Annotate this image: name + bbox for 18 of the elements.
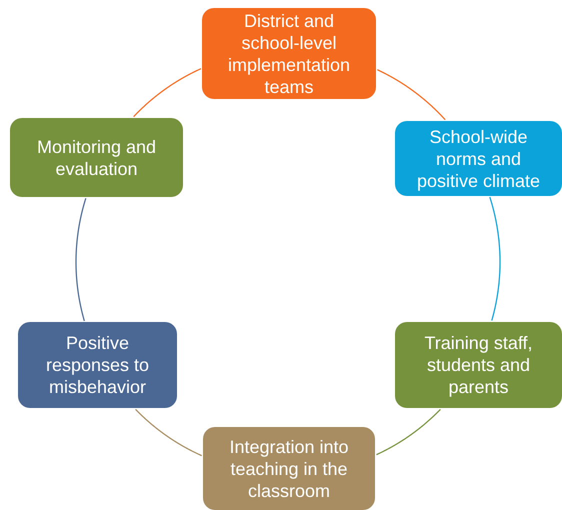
connector-arc [75,198,86,322]
node-label: Monitoring and evaluation [36,136,158,180]
node-label: Integration into teaching in the classroom [228,436,350,502]
process-box [203,427,375,510]
connector-arc [376,408,441,456]
connector-arc [133,68,202,118]
connector-arc [489,196,501,321]
process-box [395,322,562,408]
connector-arc [135,408,202,456]
process-box [202,8,376,99]
connector-arc [377,69,446,120]
node-label: School-wide norms and positive climate [416,126,542,192]
process-box [10,118,183,197]
process-box [395,121,562,196]
node-label: District and school-level implementation teams [226,10,352,98]
node-label: Training staff, students and parents [423,332,534,398]
process-box [18,322,177,408]
node-label: Positive responses to misbehavior [44,332,150,398]
